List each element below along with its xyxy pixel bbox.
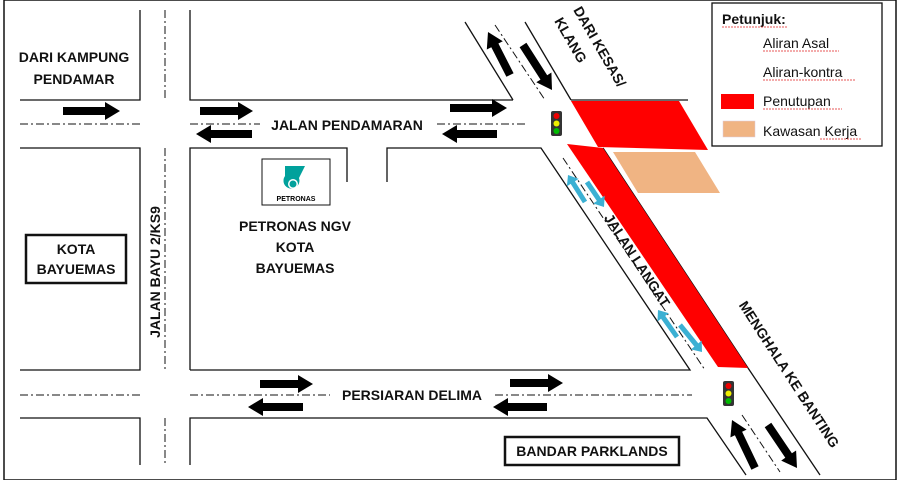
petronas-logo: PETRONAS: [261, 158, 331, 206]
normal-flow-arrow-icon: [248, 398, 303, 416]
label-persiaran-delima: PERSIARAN DELIMA: [342, 387, 482, 403]
normal-flow-arrow-icon: [63, 102, 120, 120]
label-from-kampung-2: PENDAMAR: [34, 71, 115, 87]
label-kota-bayuemas-1: KOTA: [57, 241, 96, 257]
contra-flow-arrow-icon: [678, 323, 702, 352]
normal-flow-arrow-icon: [486, 32, 514, 77]
legend-swatch-closure: [721, 94, 754, 109]
traffic-arrows: [63, 32, 797, 470]
work-zone-area: [613, 152, 720, 193]
label-petronas-3: BAYUEMAS: [256, 260, 335, 276]
normal-flow-arrow-icon: [442, 125, 497, 143]
normal-flow-arrow-icon: [510, 374, 563, 392]
label-petronas-2: KOTA: [276, 239, 315, 255]
normal-flow-arrow-icon: [730, 420, 759, 470]
normal-flow-arrow-icon: [260, 375, 313, 393]
normal-flow-arrow-icon: [450, 99, 507, 117]
normal-flow-arrow-icon: [764, 422, 797, 468]
legend-label-work-zone: Kawasan Kerja: [763, 123, 857, 139]
legend-swatch-work-zone: [722, 120, 756, 138]
contra-flow-arrow-icon: [584, 180, 605, 207]
normal-flow-arrow-icon: [493, 398, 547, 416]
label-kota-bayuemas-2: BAYUEMAS: [37, 261, 116, 277]
legend: Petunjuk: Aliran Asal Aliran-kontra Penu…: [711, 2, 883, 147]
normal-flow-arrow-icon: [519, 42, 552, 90]
bandar-parklands-box: [503, 435, 681, 467]
label-from-kampung-1: DARI KAMPUNG: [19, 49, 130, 65]
label-jalan-pendamaran: JALAN PENDAMARAN: [271, 117, 423, 133]
legend-title: Petunjuk:: [722, 11, 786, 27]
normal-flow-arrow-icon: [196, 125, 252, 143]
contra-flow-arrow-icon: [657, 310, 679, 339]
kota-bayuemas-box: [24, 233, 128, 285]
traffic-light-icon: [551, 111, 562, 136]
label-bandar-parklands: BANDAR PARKLANDS: [516, 443, 667, 459]
legend-label-normal-flow: Aliran Asal: [763, 35, 829, 51]
legend-label-contra-flow: Aliran-kontra: [763, 64, 843, 80]
road-lines: [20, 10, 821, 476]
label-jalan-bayu: JALAN BAYU 2/KS9: [147, 206, 163, 338]
normal-flow-arrow-icon: [200, 102, 253, 120]
petronas-logo-text: PETRONAS: [277, 196, 316, 203]
traffic-light-icon: [723, 381, 734, 406]
contra-flow-arrow-icon: [566, 175, 588, 204]
map-border: [3, 0, 897, 480]
label-petronas-1: PETRONAS NGV: [239, 218, 352, 234]
closure-area-jalan-langat: [567, 144, 748, 368]
closure-area-junction: [571, 101, 708, 150]
legend-label-closure: Penutupan: [763, 93, 831, 109]
